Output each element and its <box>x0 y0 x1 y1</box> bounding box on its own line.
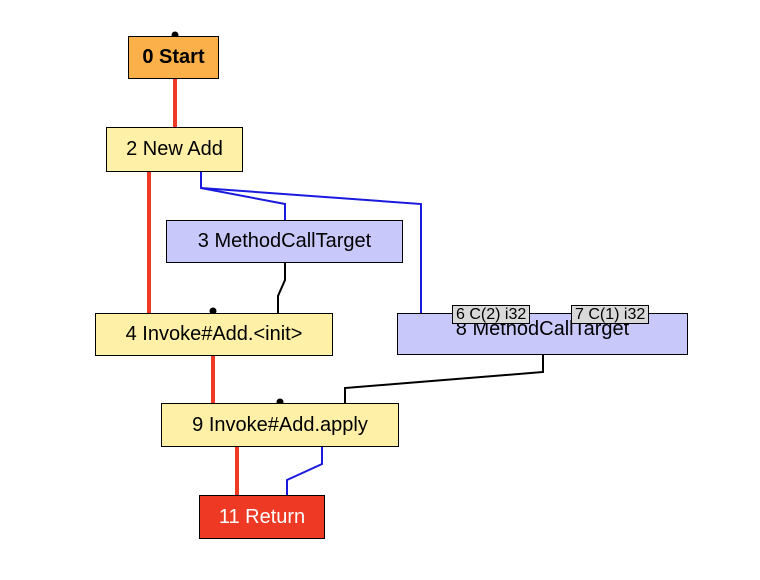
node-method-call-target-3[interactable]: 3 MethodCallTarget <box>166 220 403 263</box>
edge-mct3-to-invoke-init <box>277 263 286 314</box>
node-method-call-target-3-label: 3 MethodCallTarget <box>197 230 372 252</box>
node-invoke-add-apply[interactable]: 9 Invoke#Add.apply <box>161 403 399 447</box>
constant-7-label: 7 C(1) i32 <box>575 306 646 323</box>
node-return-label: 11 Return <box>218 505 306 528</box>
node-invoke-add-init-label: 4 Invoke#Add.<init> <box>125 323 303 345</box>
node-new-add[interactable]: 2 New Add <box>106 127 243 172</box>
constant-6[interactable]: 6 C(2) i32 <box>452 305 531 324</box>
node-return[interactable]: 11 Return <box>199 495 325 539</box>
node-new-add-label: 2 New Add <box>126 138 223 160</box>
node-start[interactable]: 0 Start <box>128 36 219 79</box>
constant-7[interactable]: 7 C(1) i32 <box>571 305 650 324</box>
edge-new-to-mct3 <box>200 172 286 220</box>
constant-6-label: 6 C(2) i32 <box>456 306 527 323</box>
node-start-label: 0 Start <box>142 46 205 68</box>
node-invoke-add-apply-label: 9 Invoke#Add.apply <box>192 413 368 436</box>
edge-apply-to-return-value <box>286 447 323 496</box>
node-invoke-add-init[interactable]: 4 Invoke#Add.<init> <box>95 313 333 356</box>
edge-new-to-mct8 <box>200 187 422 313</box>
port-dot-invoke-init <box>209 307 217 315</box>
edge-mct8-to-apply <box>344 354 544 404</box>
